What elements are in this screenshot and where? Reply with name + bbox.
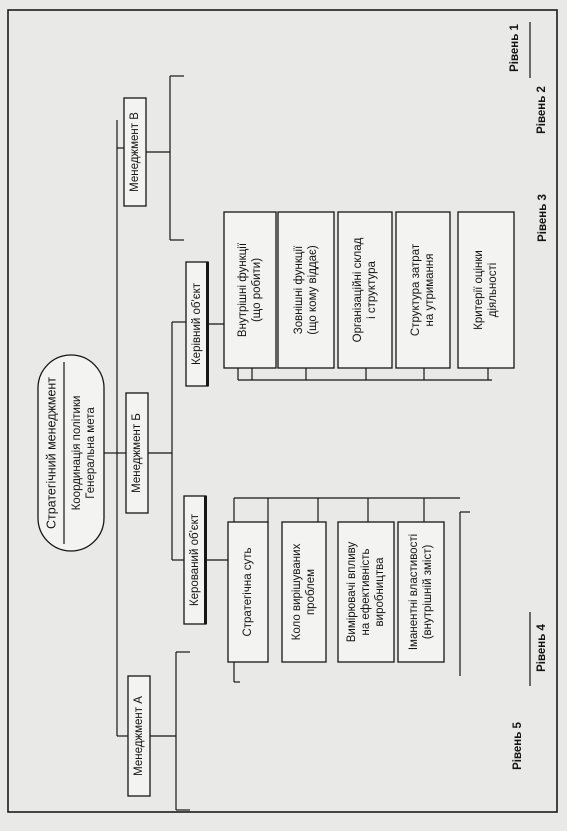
svg-text:Генеральна мета: Генеральна мета [85, 407, 97, 499]
svg-text:Іманентні властивості: Іманентні властивості [408, 534, 420, 650]
level-1-text: Рівень 1 [509, 24, 521, 72]
svg-text:виробництва: виробництва [374, 557, 386, 627]
governing-item-4: Структура затрат на утримання [410, 243, 436, 336]
managed-item-1: Стратегічна суть [242, 547, 254, 636]
level-3-text: Рівень 3 [537, 194, 549, 242]
governing-object-label: Керівний об'єкт [191, 282, 203, 365]
svg-text:Стратегічний менеджмент: Стратегічний менеджмент [44, 377, 58, 529]
managed-item-4: Іманентні властивості (внутрішній зміст) [408, 534, 434, 650]
svg-text:Організаційні склад: Організаційні склад [352, 237, 364, 342]
svg-text:(внутрішній зміст): (внутрішній зміст) [422, 545, 434, 640]
svg-text:діяльності: діяльності [487, 263, 499, 318]
governing-item-3: Організаційні склад і структура [352, 237, 378, 342]
governing-item-5: Критерії оцінки діяльності [473, 250, 499, 330]
svg-text:Менеджмент В: Менеджмент В [129, 112, 141, 192]
svg-text:на ефективність: на ефективність [360, 548, 372, 635]
governing-item-1-box [223, 211, 277, 369]
level-5-label: Рівень 5 [512, 722, 524, 770]
svg-text:Координація політики: Координація політики [71, 396, 83, 511]
governing-item-2-box [277, 211, 335, 369]
svg-text:Коло вирішуваних: Коло вирішуваних [291, 543, 303, 640]
managed-object-shadow [204, 496, 207, 624]
svg-text:Структура затрат: Структура затрат [410, 243, 422, 336]
svg-text:Менеджмент Б: Менеджмент Б [131, 413, 143, 493]
svg-text:Зовнішні функції: Зовнішні функції [293, 245, 305, 334]
managed-item-2-box [281, 521, 327, 663]
management-a-label: Менеджмент А [133, 696, 145, 776]
root-title: Стратегічний менеджмент [44, 377, 58, 529]
managed-object-label: Керований об'єкт [189, 513, 201, 606]
management-b-label: Менеджмент Б [131, 413, 143, 493]
svg-text:Менеджмент А: Менеджмент А [133, 696, 145, 776]
managed-item-3: Вимірювачі впливу на ефективність виробн… [346, 541, 386, 642]
management-v-label: Менеджмент В [129, 112, 141, 192]
governing-item-1: Внутрішні функції (що робити) [237, 242, 263, 337]
svg-text:Керівний об'єкт: Керівний об'єкт [191, 282, 203, 365]
svg-text:Керований об'єкт: Керований об'єкт [189, 513, 201, 606]
governing-object-shadow [206, 262, 209, 386]
managed-item-4-box [397, 521, 445, 663]
root-line-3: Генеральна мета [85, 407, 97, 499]
svg-text:(що робити): (що робити) [251, 258, 263, 322]
svg-text:Вимірювачі впливу: Вимірювачі впливу [346, 541, 358, 642]
level-4-label: Рівень 4 [536, 624, 548, 672]
managed-item-1-box [227, 521, 269, 663]
svg-text:на утримання: на утримання [424, 253, 436, 326]
governing-item-3-box [337, 211, 393, 369]
root-line-2: Координація політики [71, 396, 83, 511]
level-2-label: Рівень 2 [536, 86, 548, 134]
level-5-text: Рівень 5 [512, 722, 524, 770]
level-1-label: Рівень 1 [509, 24, 521, 72]
governing-item-4-box [395, 211, 451, 369]
svg-text:(що кому віддає): (що кому віддає) [307, 245, 319, 335]
governing-item-2: Зовнішні функції (що кому віддає) [293, 245, 319, 335]
svg-text:і структура: і структура [366, 261, 378, 319]
managed-item-2: Коло вирішуваних проблем [291, 543, 317, 640]
governing-item-5-box [457, 211, 515, 369]
svg-text:Стратегічна суть: Стратегічна суть [242, 547, 254, 636]
svg-text:Внутрішні функції: Внутрішні функції [237, 242, 249, 337]
level-2-text: Рівень 2 [536, 86, 548, 134]
managed-item-3-box [337, 521, 395, 663]
svg-text:Критерії оцінки: Критерії оцінки [473, 250, 485, 330]
level-3-label: Рівень 3 [537, 194, 549, 242]
outer-frame [7, 9, 558, 813]
svg-text:проблем: проблем [305, 569, 317, 615]
level-4-text: Рівень 4 [536, 624, 548, 672]
